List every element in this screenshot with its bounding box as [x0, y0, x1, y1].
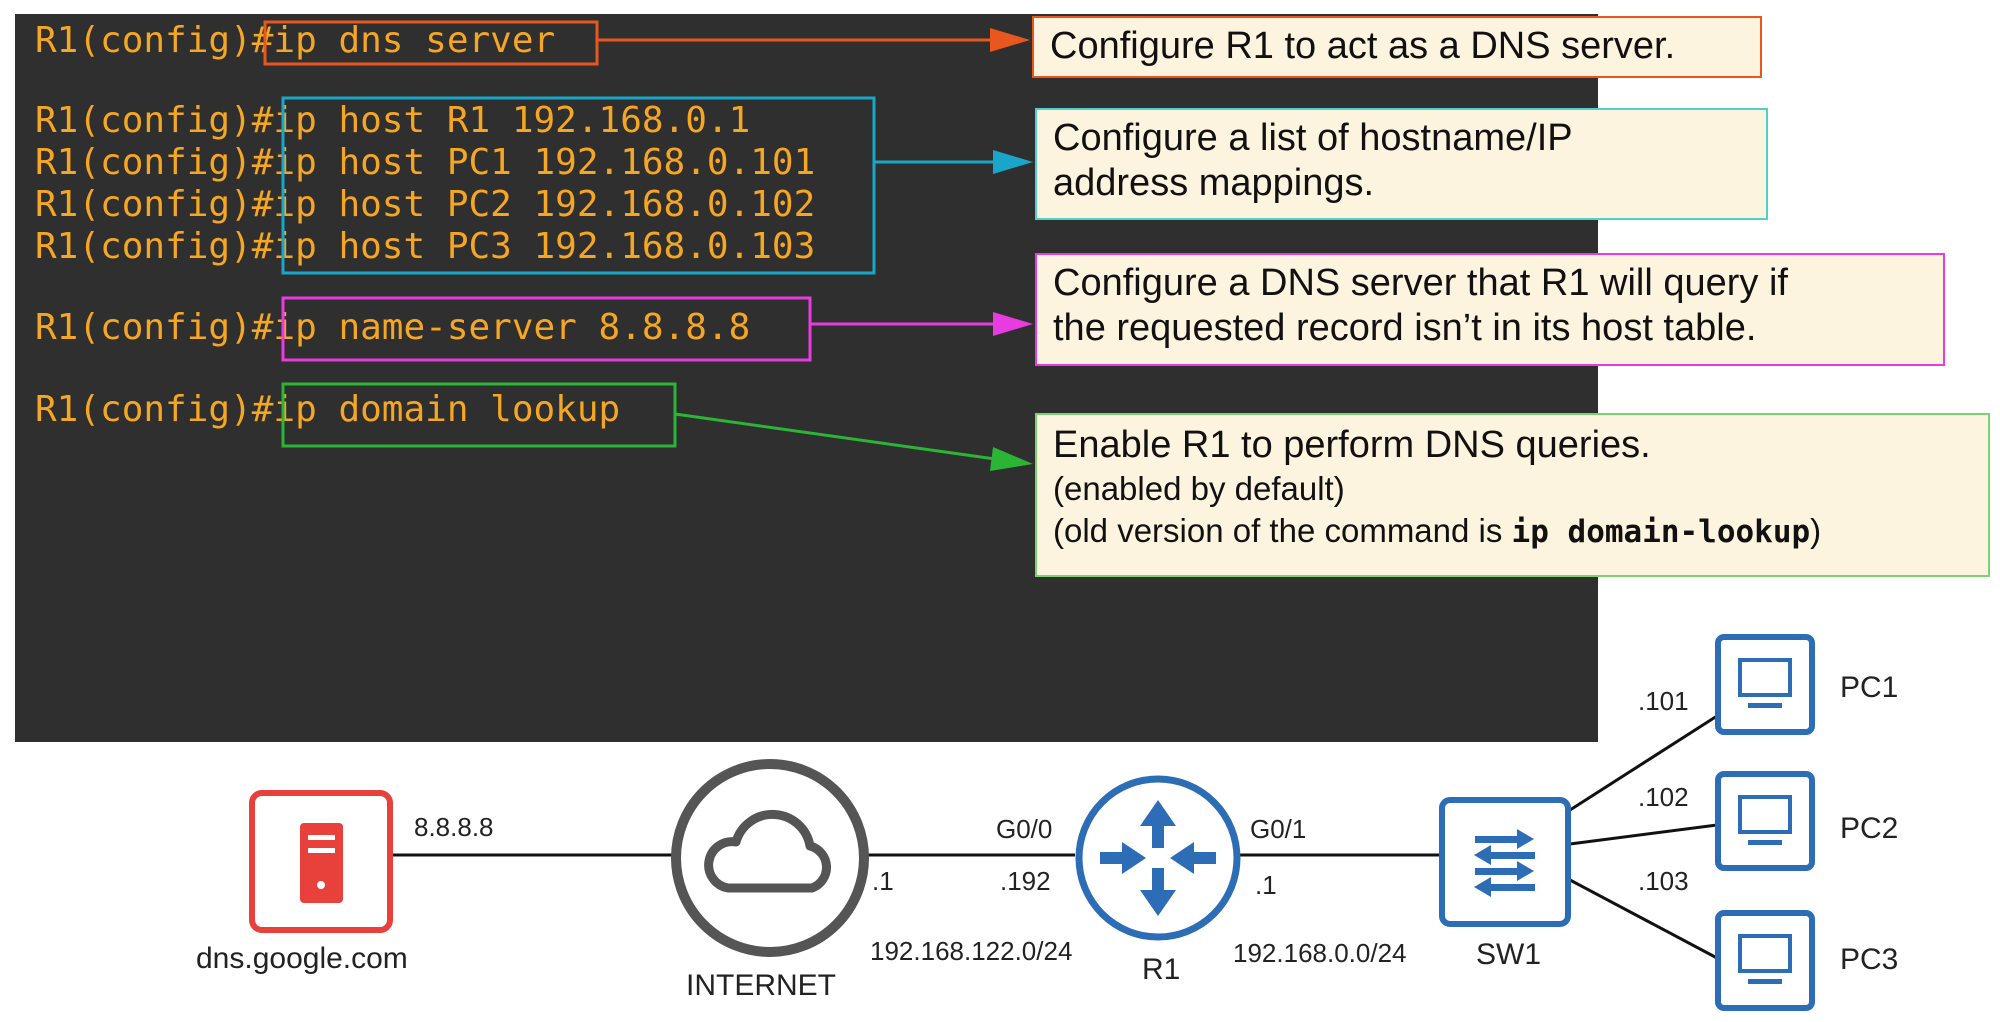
- note-name-server: Configure a DNS server that R1 will quer…: [1035, 253, 1945, 366]
- cloud-icon: [671, 759, 869, 957]
- network-links: [392, 714, 1718, 960]
- pc2-name-label: PC2: [1840, 812, 1899, 845]
- link-sw1-pc1: [1569, 714, 1718, 812]
- pc-icon-pc2: [1715, 771, 1815, 871]
- pc2-ip-label: .102: [1638, 782, 1689, 812]
- pc1-name-label: PC1: [1840, 671, 1899, 704]
- cmd-line-domain-lookup: R1(config)#ip domain lookup: [35, 389, 621, 430]
- internet-ip-label: .1: [872, 866, 894, 896]
- pc1-ip-label: .101: [1638, 686, 1689, 716]
- cmd-line-dns-server: R1(config)#ip dns server: [35, 20, 556, 61]
- wan-subnet-label: 192.168.122.0/24: [870, 936, 1073, 966]
- note-host-mappings: Configure a list of hostname/IP address …: [1035, 108, 1768, 220]
- switch-name-label: SW1: [1476, 938, 1542, 971]
- cmd-line-name-server: R1(config)#ip name-server 8.8.8.8: [35, 307, 751, 348]
- arrow-dns-server: [597, 28, 1030, 52]
- highlight-box-domain-lookup: [281, 382, 677, 448]
- note-domain-lookup-old-command: (old version of the command is ip domain…: [1053, 512, 1822, 550]
- dns-server-ip-label: 8.8.8.8: [414, 812, 494, 842]
- arrow-host-mappings: [874, 150, 1033, 174]
- lan-subnet-label: 192.168.0.0/24: [1233, 938, 1407, 968]
- highlight-box-dns-server: [263, 20, 599, 66]
- cmd-line-host-pc2: R1(config)#ip host PC2 192.168.0.102: [35, 184, 816, 225]
- r1-wan-port-label: G0/0: [996, 814, 1053, 844]
- pc3-ip-label: .103: [1638, 866, 1689, 896]
- arrow-name-server: [810, 312, 1033, 336]
- dns-server-name-label: dns.google.com: [196, 942, 408, 975]
- pc-icon-pc3: [1715, 910, 1815, 1011]
- router-icon: [1075, 775, 1241, 941]
- pc-icon-pc1: [1715, 634, 1815, 735]
- note-dns-server: Configure R1 to act as a DNS server.: [1032, 16, 1762, 78]
- note-domain-lookup: Enable R1 to perform DNS queries. (enabl…: [1035, 413, 1990, 577]
- r1-wan-ip-label: .192: [1000, 866, 1051, 896]
- link-sw1-pc2: [1569, 823, 1718, 846]
- router-name-label: R1: [1142, 953, 1181, 986]
- cmd-line-host-pc1: R1(config)#ip host PC1 192.168.0.101: [35, 142, 816, 183]
- highlight-box-name-server: [281, 296, 812, 362]
- internet-name-label: INTERNET: [686, 969, 836, 1002]
- pc3-name-label: PC3: [1840, 943, 1899, 976]
- switch-icon: [1439, 797, 1571, 927]
- cmd-line-host-pc3: R1(config)#ip host PC3 192.168.0.103: [35, 226, 816, 267]
- server-icon: [249, 790, 393, 933]
- r1-lan-ip-label: .1: [1255, 870, 1277, 900]
- link-sw1-pc3: [1569, 878, 1718, 960]
- arrow-domain-lookup: [674, 412, 1033, 471]
- cmd-line-host-r1: R1(config)#ip host R1 192.168.0.1: [35, 100, 751, 141]
- r1-lan-port-label: G0/1: [1250, 814, 1307, 844]
- highlight-box-host-mappings: [281, 96, 876, 275]
